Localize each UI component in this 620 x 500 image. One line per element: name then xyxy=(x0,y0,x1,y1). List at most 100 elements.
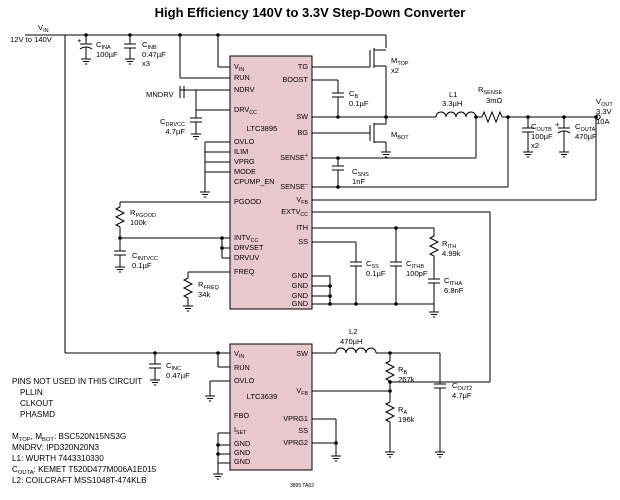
ic-pin-labels: VINRUNNDRVDRVCCOVLOILIMVPRGMODECPUMP_ENP… xyxy=(234,62,309,466)
rith-value: 4.99k xyxy=(442,249,461,258)
ic1-pin-right-ith: ITH xyxy=(296,223,308,232)
ic1-pin-left-intvcc: INTVCC xyxy=(234,233,258,244)
rpgood-label: RPGOOD xyxy=(130,208,156,219)
rsense-value: 3mΩ xyxy=(486,96,503,105)
vin-rail xyxy=(25,33,387,355)
run-wire xyxy=(179,35,230,79)
ic1-pin-right-bg: BG xyxy=(297,128,308,137)
coutb-label: COUTB xyxy=(531,122,552,133)
svg-text:+: + xyxy=(77,36,82,45)
ic1-pin-left-vin: VIN xyxy=(234,62,244,73)
ic2-pin-left-vin: VIN xyxy=(234,349,244,360)
cinb-value: 0.47µF xyxy=(142,50,166,59)
mndrv-label: MNDRV xyxy=(146,90,175,99)
ic1-pin-left-ovlo: OVLO xyxy=(234,137,255,146)
doc-id: 3895 TA02 xyxy=(290,483,314,489)
ic1-pin-left-drvuv: DRVUV xyxy=(234,253,260,262)
rsense-resistor xyxy=(476,110,508,124)
l1-inductor xyxy=(435,111,477,118)
cinc-value: 0.47µF xyxy=(166,371,190,380)
ic2-pin-left-fbo: FBO xyxy=(234,411,249,420)
vout-voltage: 3.3V xyxy=(596,107,613,116)
ic1-pin-left-drvcc: DRVCC xyxy=(234,105,257,116)
ic1-pin-left-cpump_en: CPUMP_EN xyxy=(234,177,275,186)
part-note-mosfets: MTOP, MBOT: BSC520N15NS3G xyxy=(12,432,126,443)
mtop-multiplier: x2 xyxy=(391,66,399,75)
l2-value: 470µH xyxy=(340,337,363,346)
cinb-multiplier: x3 xyxy=(142,59,150,68)
rfreq-value: 34k xyxy=(198,290,210,299)
mbot-label: MBOT xyxy=(391,130,409,141)
cout2-value: 4.7µF xyxy=(452,391,472,400)
ra-value: 196k xyxy=(398,415,415,424)
vprg-wires xyxy=(312,418,342,462)
part-note-mndrv: MNDRV: IPD320N20N3 xyxy=(12,443,99,452)
l1-value: 3.3µH xyxy=(442,99,462,108)
cithb-value: 100pF xyxy=(406,269,428,278)
ic1-pin-right-sense: SENSE– xyxy=(280,182,308,191)
part-note-couta: COUTA: KEMET T520D477M006A1E015 xyxy=(12,465,157,476)
intvcc-bus xyxy=(114,236,230,273)
couta-value: 470µF xyxy=(575,132,597,141)
cb-label: CB xyxy=(349,89,358,100)
cinc-capacitor xyxy=(149,353,161,386)
ic1-pin-right-ss: SS xyxy=(298,237,308,246)
cdrvcc-capacitor xyxy=(190,110,202,140)
cout2-capacitor xyxy=(434,353,446,458)
ic2-pin-left-iset: ISET xyxy=(234,425,247,436)
cinb-capacitor xyxy=(124,35,136,65)
gnd-bus xyxy=(312,275,440,318)
cintvcc-value: 0.1µF xyxy=(132,261,152,270)
csns-value: 1nF xyxy=(352,177,365,186)
ic1-pin-left-pgood: PGOOD xyxy=(234,197,261,206)
unused-pin-2: CLKOUT xyxy=(20,399,53,408)
couta-capacitor: + xyxy=(555,117,571,158)
ic1-pin-right-vfb: VFB xyxy=(296,195,308,206)
ic1-name: LTC3895 xyxy=(247,124,278,133)
vout-label: VOUT xyxy=(596,97,613,108)
feedback-divider xyxy=(312,353,396,458)
cinb-label: CINB xyxy=(142,40,157,51)
ic2-pin-right-vprg1: VPRG1 xyxy=(283,414,308,423)
rpgood-value: 100k xyxy=(130,218,147,227)
ic1-pin-right-boost: BOOST xyxy=(282,75,308,84)
unused-pin-1: PLLIN xyxy=(20,388,43,397)
coutb-multiplier: x2 xyxy=(531,141,539,150)
ic1-pin-right-extvcc: EXTVCC xyxy=(281,207,308,218)
ra-label: RA xyxy=(398,405,407,416)
cout2-label: COUT2 xyxy=(452,381,472,392)
rsense-label: RSENSE xyxy=(478,85,502,96)
ic1-pin-left-freq: FREQ xyxy=(234,267,255,276)
citha-label: CITHA xyxy=(444,276,462,287)
citha-value: 6.8nF xyxy=(444,286,464,295)
rfreq-label: RFREQ xyxy=(198,280,219,291)
ic1-pin-left-ndrv: NDRV xyxy=(234,85,255,94)
left-ground-bus xyxy=(199,141,230,198)
l2-inductor xyxy=(312,347,440,355)
ic1-pin-right-gnd: GND xyxy=(292,299,308,308)
coutb-capacitor xyxy=(522,117,534,158)
cb-value: 0.1µF xyxy=(349,99,369,108)
mndrv-transistor xyxy=(179,86,230,111)
ic1-body xyxy=(229,55,313,310)
ic1-pin-right-sw: SW xyxy=(296,112,308,121)
part-note-l1: L1: WURTH 7443310330 xyxy=(12,454,104,463)
ic2-pin-right-vprg2: VPRG2 xyxy=(283,438,308,447)
rb-value: 267k xyxy=(398,375,415,384)
ic2-pin-left-run: RUN xyxy=(234,363,250,372)
ith-network xyxy=(312,226,440,304)
csns-label: CSNS xyxy=(352,167,369,178)
ic1-pin-right-sense: SENSE+ xyxy=(280,153,308,162)
cb-capacitor xyxy=(312,79,344,117)
mtop-transistor xyxy=(312,48,388,119)
cina-capacitor: + xyxy=(77,35,93,65)
css-capacitor xyxy=(312,241,362,304)
mbot-transistor xyxy=(312,123,392,158)
vin-label: VIN xyxy=(38,23,49,34)
ic2-name: LTC3639 xyxy=(247,392,278,401)
unused-pins-title: PINS NOT USED IN THIS CIRCUIT xyxy=(12,377,142,386)
ic1-pin-right-gnd: GND xyxy=(292,281,308,290)
couta-label: COUTA xyxy=(575,122,596,133)
ic2-body xyxy=(229,343,313,471)
